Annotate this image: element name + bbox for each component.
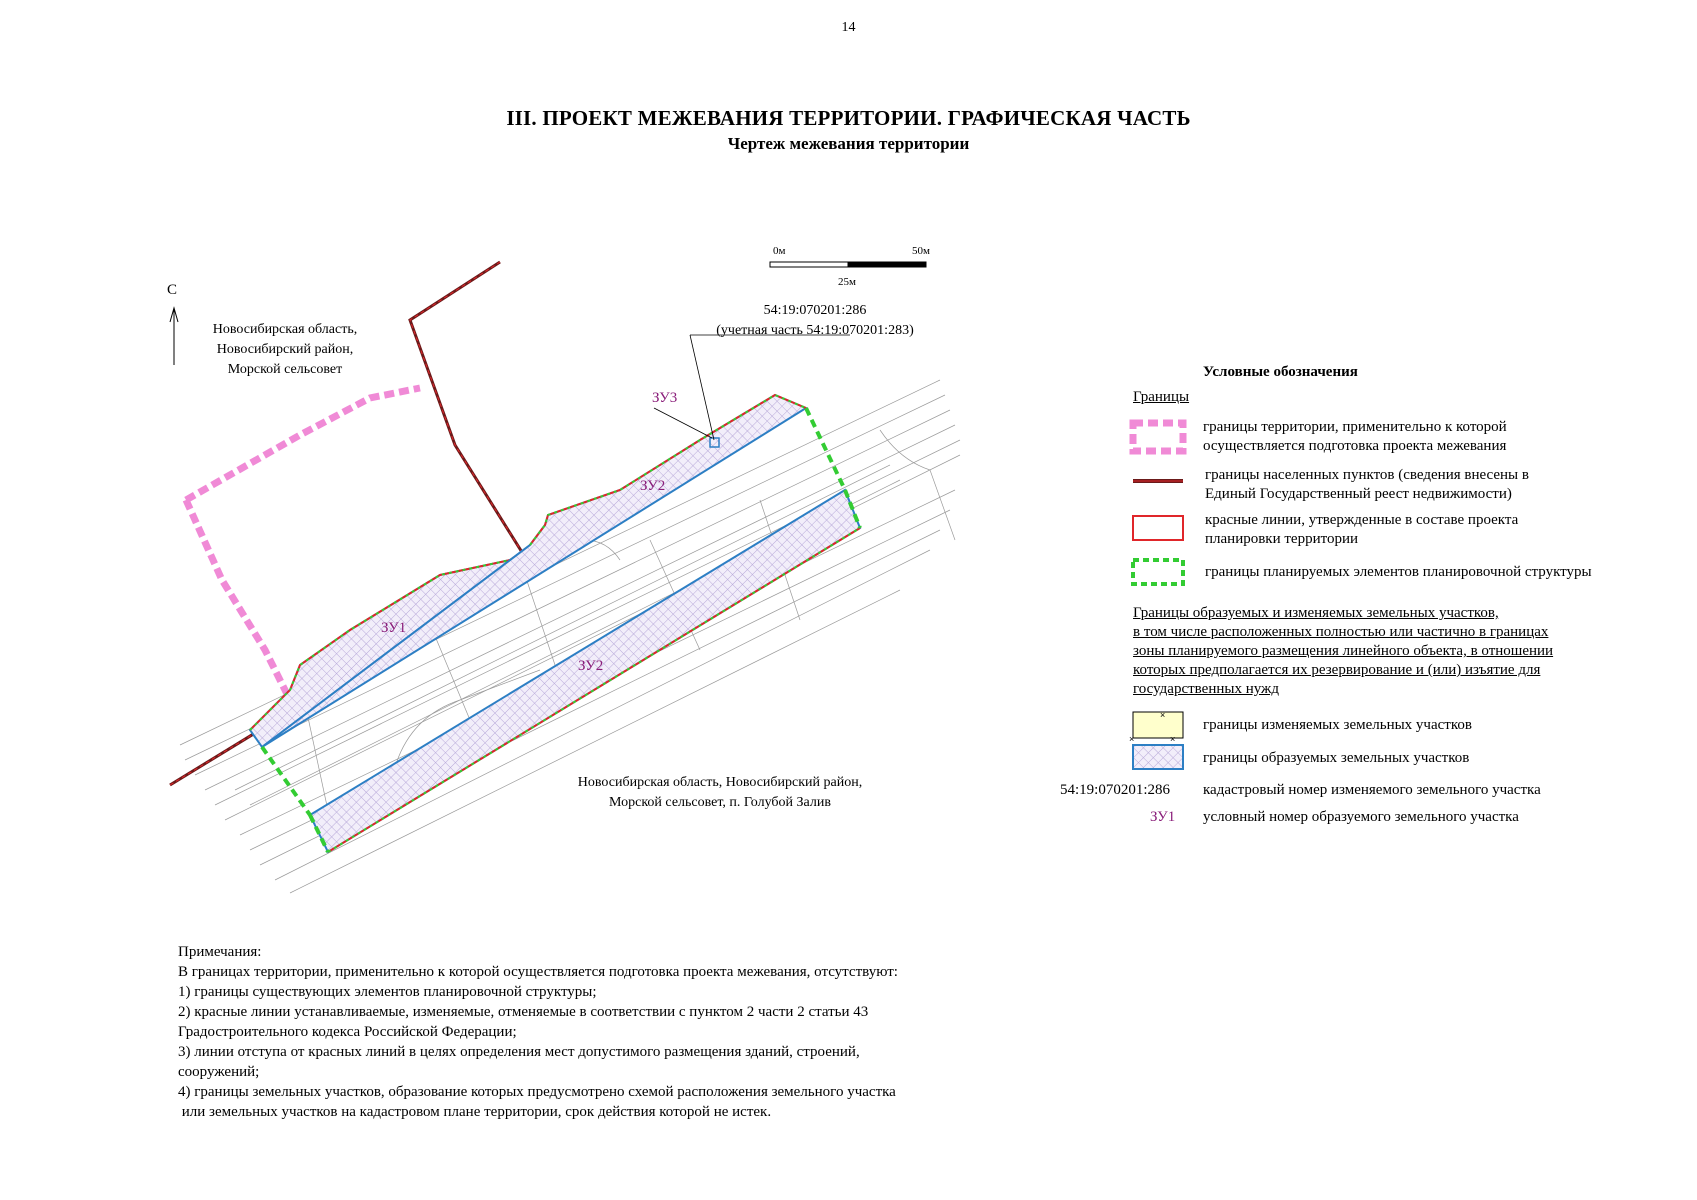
- legend-section-parcels: Границы образуемых и изменяемых земельны…: [1133, 605, 1554, 697]
- legend-green-symbol: [1131, 558, 1185, 586]
- topography-lines: [179, 379, 961, 894]
- parcel-label-zu3: ЗУ3: [652, 390, 678, 406]
- north-arrow-icon: [169, 306, 179, 365]
- page-title: III. ПРОЕКТ МЕЖЕВАНИЯ ТЕРРИТОРИИ. ГРАФИЧ…: [506, 106, 1191, 130]
- page-subtitle: Чертеж межевания территории: [727, 134, 970, 153]
- notes-line: сооружений;: [178, 1064, 260, 1080]
- legend-item-territory: границы территории, применительно к кото…: [1203, 419, 1507, 454]
- legend-item-planning: границы планируемых элементов планировоч…: [1205, 564, 1592, 580]
- legend-item-changed-parcels: границы изменяемых земельных участков: [1203, 717, 1472, 733]
- notes-line: 3) линии отступа от красных линий в целя…: [178, 1044, 860, 1060]
- legend-item-parcel-number: условный номер образуемого земельного уч…: [1203, 809, 1519, 825]
- region-label-bottom: Новосибирская область, Новосибирский рай…: [577, 775, 863, 810]
- planning-element-boundaries: [260, 407, 862, 853]
- svg-text:×: ×: [1129, 734, 1134, 744]
- legend-item-cadastral: кадастровый номер изменяемого земельного…: [1203, 782, 1541, 798]
- parcel-label-zu2-lower: ЗУ2: [578, 658, 604, 674]
- legend-cadastral-example: 54:19:070201:286: [1060, 782, 1171, 798]
- legend-section-boundaries: Границы: [1133, 389, 1190, 405]
- legend-item-settlement: границы населенных пунктов (сведения вне…: [1205, 467, 1529, 502]
- svg-text:×: ×: [1160, 710, 1165, 720]
- parcel-zu3: [709, 437, 720, 448]
- notes-line: или земельных участков на кадастровом пл…: [178, 1104, 772, 1120]
- legend-item-formed-parcels: границы образуемых земельных участков: [1203, 750, 1470, 766]
- page-number: 14: [841, 20, 856, 35]
- scale-label-25: 25м: [838, 276, 856, 288]
- scale-bar: [769, 261, 927, 268]
- parcel-label-zu1: ЗУ1: [381, 620, 407, 636]
- legend-red-symbol: [1132, 515, 1184, 541]
- parcel-label-zu2-upper: ЗУ2: [640, 478, 666, 494]
- svg-text:×: ×: [1170, 734, 1175, 744]
- legend-parcel-number-example: ЗУ1: [1150, 809, 1176, 825]
- scale-label-50: 50м: [912, 245, 930, 257]
- notes-line: 2) красные линии устанавливаемые, изменя…: [178, 1004, 869, 1020]
- notes-block: Примечания: В границах территории, приме…: [178, 942, 1078, 1122]
- legend-item-red-lines: красные линии, утвержденные в составе пр…: [1205, 512, 1519, 547]
- north-label: С: [167, 282, 178, 298]
- territory-boundary: [182, 384, 421, 702]
- region-label-top: Новосибирская область, Новосибирский рай…: [212, 322, 358, 377]
- notes-line: 4) границы земельных участков, образован…: [178, 1084, 896, 1100]
- notes-heading: Примечания:: [178, 944, 262, 960]
- legend-yellow-parcel-symbol: × × ×: [1129, 710, 1184, 744]
- scale-label-0: 0м: [773, 245, 786, 257]
- notes-line: 1) границы существующих элементов планир…: [178, 984, 597, 1000]
- legend-blue-parcel-symbol: [1132, 744, 1184, 770]
- notes-line: В границах территории, применительно к к…: [178, 964, 898, 980]
- legend-pink-symbol: [1129, 419, 1187, 455]
- notes-line: Градостроительного кодекса Российской Фе…: [178, 1024, 517, 1040]
- legend-title: Условные обозначения: [1203, 364, 1358, 380]
- cadastral-callout: 54:19:070201:286 (учетная часть 54:19:07…: [716, 303, 914, 338]
